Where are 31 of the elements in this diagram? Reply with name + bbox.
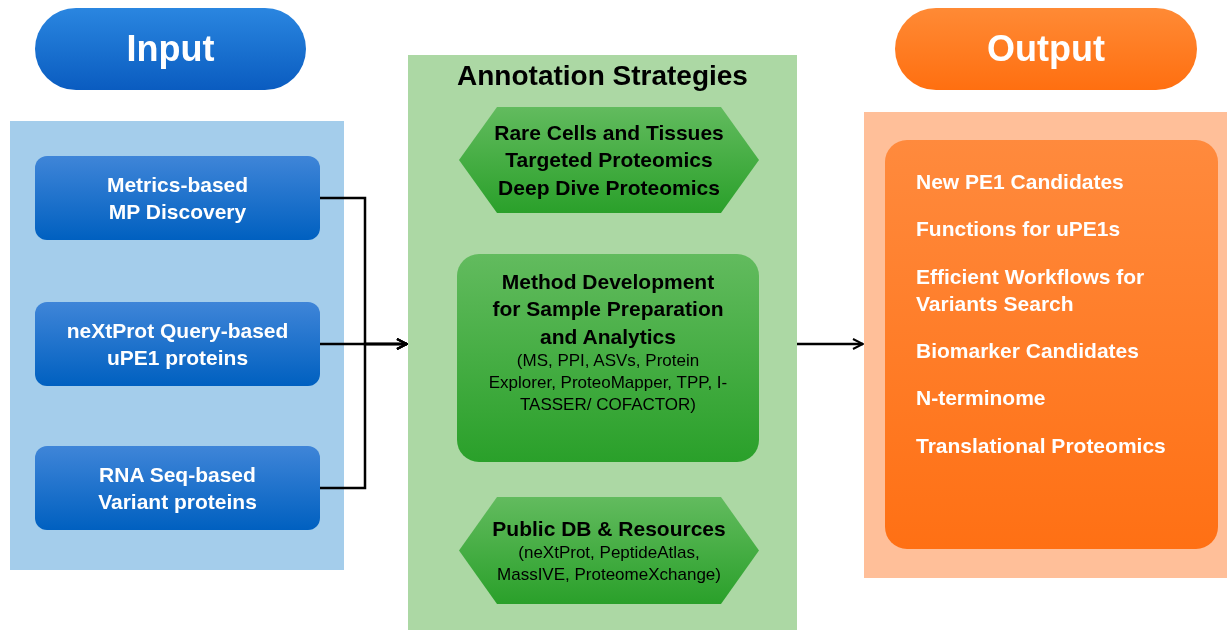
strategy-hexagon [459,107,759,213]
input-box [35,302,320,386]
node-label: RNA Seq-based Variant proteins [97,461,258,515]
node-detail: (neXtProt, PeptideAtlas, MassIVE, ProteomeXchange) [496,542,722,587]
header-label: Input [126,27,215,71]
node-heading: Method Development for Sample Preparation and Analytics [491,269,725,350]
input-box [35,446,320,530]
header-label: Output [987,27,1105,71]
input-box [35,156,320,240]
output-list-box [885,140,1218,549]
output-item: N-terminome [916,385,1046,412]
node-heading: Rare Cells and Tissues [494,120,724,147]
input-panel [10,121,344,570]
strategies-panel [408,55,797,630]
node-heading: Deep Dive Proteomics [498,174,720,201]
node-detail: (MS, PPI, ASVs, Protein Explorer, ProteoMapper, TPP, I-TASSER/ COFACTOR) [487,349,729,417]
output-panel [864,112,1227,578]
node-label: Metrics-based MP Discovery [105,171,250,225]
output-item: New PE1 Candidates [916,169,1124,195]
node-heading: Public DB & Resources [492,515,726,542]
connector-arrow [797,338,864,350]
node-heading: Targeted Proteomics [505,147,713,174]
output-item: Translational Proteomics [916,432,1166,459]
output-item: Biomarker Candidates [916,338,1139,365]
panel-title: Annotation Strategies [457,59,748,93]
output-item: Efficient Workflows for Variants Search [916,263,1146,317]
strategy-box [457,254,759,462]
node-label: neXtProt Query-based uPE1 proteins [65,317,290,371]
output-item: Functions for uPE1s [916,216,1121,243]
strategy-hexagon [459,497,759,604]
connector-arrow [320,338,408,490]
